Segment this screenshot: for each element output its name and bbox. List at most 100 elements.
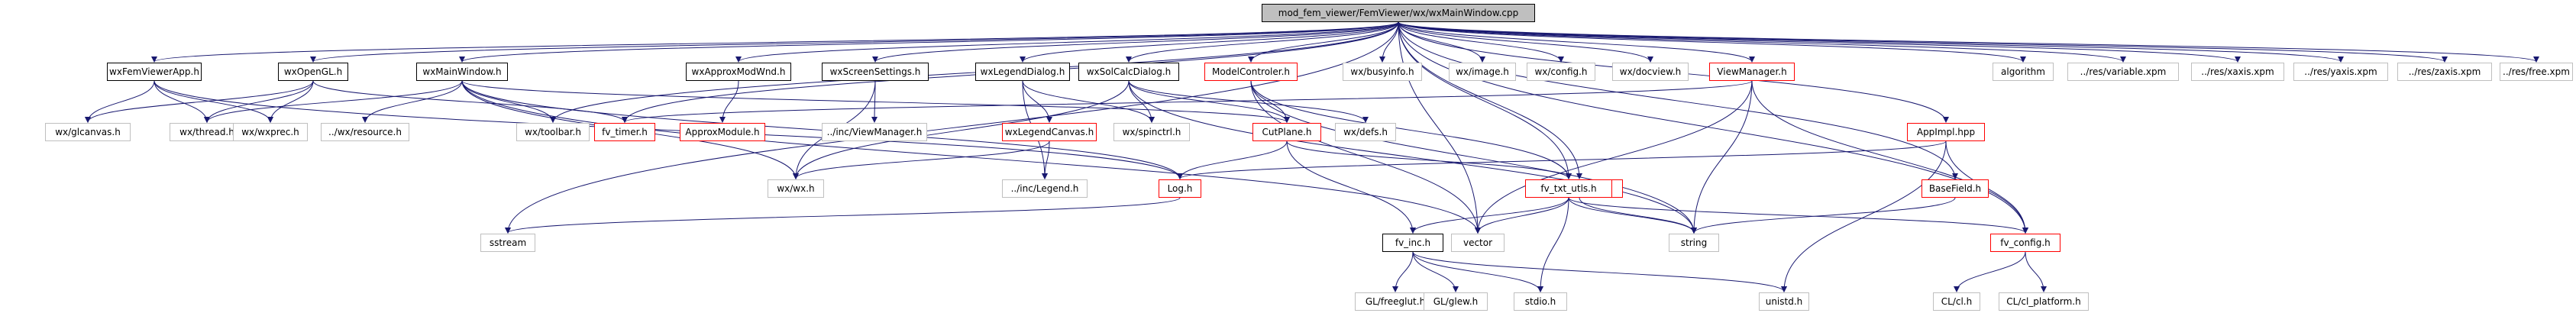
node-inc-legend[interactable]: ../inc/Legend.h <box>1002 179 1088 198</box>
edge-cut-plane-to-fv-inc <box>1286 140 1416 234</box>
node-string[interactable]: string <box>1669 234 1719 252</box>
node-unistd[interactable]: unistd.h <box>1759 292 1809 311</box>
node-wx-defs[interactable]: wx/defs.h <box>1335 123 1396 141</box>
node-resource-h[interactable]: ../wx/resource.h <box>321 123 409 141</box>
edge-view-manager-to-fv-timer <box>622 80 1753 123</box>
edge-wx-legend-canvas-to-inc-legend <box>1042 140 1050 179</box>
edge-wx-sol-calc-dialog-to-wx-wx <box>793 80 1130 179</box>
node-wx-main-window[interactable]: wxMainWindow.h <box>416 63 508 81</box>
edge-wx-sol-calc-dialog-to-string <box>1128 80 1697 234</box>
node-glew[interactable]: GL/glew.h <box>1424 292 1488 311</box>
edge-root-to-wx-screen-settings <box>872 21 1399 63</box>
edge-fv-inc-to-unistd <box>1412 251 1787 292</box>
node-wx-wxprec[interactable]: wx/wxprec.h <box>233 123 308 141</box>
graph-edges <box>85 21 2539 292</box>
edge-wx-fem-viewer-app-to-wx-wxprec <box>154 80 273 123</box>
edge-root-to-wx-fem-viewer-app <box>151 21 1399 63</box>
edge-fv-inc-to-freeglut <box>1392 251 1414 292</box>
node-wx-spinctrl[interactable]: wx/spinctrl.h <box>1113 123 1190 141</box>
node-sstream[interactable]: sstream <box>480 234 535 252</box>
node-app-impl[interactable]: AppImpl.hpp <box>1907 123 1985 141</box>
node-wx-screen-settings[interactable]: wxScreenSettings.h <box>822 63 929 81</box>
node-yaxis-xpm[interactable]: ../res/yaxis.xpm <box>2293 63 2388 81</box>
node-xaxis-xpm[interactable]: ../res/xaxis.xpm <box>2191 63 2284 81</box>
node-wx-legend-dialog[interactable]: wxLegendDialog.h <box>975 63 1070 81</box>
node-fv-config[interactable]: fv_config.h <box>1990 234 2060 252</box>
edge-fv-config-to-cl-platform <box>2025 251 2047 292</box>
edge-wx-sol-calc-dialog-to-wx-defs <box>1128 80 1369 123</box>
edge-wx-open-gl-to-wx-glcanvas <box>85 80 314 123</box>
edge-wx-main-window-to-wx-thread <box>204 80 463 123</box>
edge-root-to-wx-open-gl <box>310 21 1399 63</box>
node-vector[interactable]: vector <box>1451 234 1505 252</box>
node-inc-view-manager[interactable]: ../inc/ViewManager.h <box>822 123 927 141</box>
node-root[interactable]: mod_fem_viewer/FemViewer/wx/wxMainWindow… <box>1262 4 1535 22</box>
edge-fv-inc-to-stdio <box>1412 251 1543 292</box>
edge-wx-legend-dialog-to-wx-legend-canvas <box>1022 80 1052 123</box>
edge-root-to-wx-legend-dialog <box>1020 21 1399 63</box>
node-free-xpm[interactable]: ../res/free.xpm <box>2500 63 2573 81</box>
edge-fv-txt-utls-to-stdio <box>1537 197 1569 292</box>
edge-log-h-to-sstream <box>505 197 1181 234</box>
edge-root-to-fv-exception <box>1398 21 1582 179</box>
edge-fv-inc-to-glew <box>1412 251 1459 292</box>
node-fv-timer[interactable]: fv_timer.h <box>594 123 655 141</box>
node-wx-glcanvas[interactable]: wx/glcanvas.h <box>45 123 131 141</box>
edge-root-to-wx-docview <box>1398 21 1653 63</box>
edge-model-controler-to-string <box>1250 80 1697 234</box>
node-wx-legend-canvas[interactable]: wxLegendCanvas.h <box>1002 123 1097 141</box>
edge-wx-main-window-to-resource-h <box>362 80 463 123</box>
edge-wx-fem-viewer-app-to-wx-glcanvas <box>85 80 155 123</box>
edge-fv-txt-utls-to-fv-inc <box>1410 197 1569 234</box>
edge-fv-config-to-cl-h <box>1954 251 2026 292</box>
edge-wx-main-window-to-log-h <box>461 80 1183 179</box>
node-wx-sol-calc-dialog[interactable]: wxSolCalcDialog.h <box>1078 63 1179 81</box>
node-freeglut[interactable]: GL/freeglut.h <box>1355 292 1436 311</box>
edge-wx-approx-mod-wnd-to-approx-module <box>719 80 739 123</box>
node-zaxis-xpm[interactable]: ../res/zaxis.xpm <box>2397 63 2492 81</box>
node-fv-txt-utls[interactable]: fv_txt_utls.h <box>1525 179 1612 198</box>
node-log-h[interactable]: Log.h <box>1159 179 1201 198</box>
node-variable-xpm[interactable]: ../res/variable.xpm <box>2067 63 2179 81</box>
edge-wx-main-window-to-vector <box>461 80 1481 234</box>
node-wx-thread[interactable]: wx/thread.h <box>170 123 244 141</box>
node-wx-config[interactable]: wx/config.h <box>1527 63 1595 81</box>
edge-view-manager-to-fv-config <box>1751 80 2028 234</box>
edge-cut-plane-to-log-h <box>1177 140 1288 179</box>
node-algorithm[interactable]: algorithm <box>1993 63 2054 81</box>
node-cut-plane[interactable]: CutPlane.h <box>1252 123 1321 141</box>
node-approx-module[interactable]: ApproxModule.h <box>680 123 765 141</box>
node-wx-open-gl[interactable]: wxOpenGL.h <box>278 63 348 81</box>
node-wx-busyinfo[interactable]: wx/busyinfo.h <box>1343 63 1422 81</box>
edge-root-to-view-manager <box>1398 21 1755 63</box>
node-wx-docview[interactable]: wx/docview.h <box>1612 63 1689 81</box>
node-wx-image[interactable]: wx/image.h <box>1449 63 1516 81</box>
node-stdio[interactable]: stdio.h <box>1514 292 1567 311</box>
edge-wx-open-gl-to-wx-wxprec <box>267 80 314 123</box>
node-model-controler[interactable]: ModelControler.h <box>1204 63 1298 81</box>
edge-root-to-free-xpm <box>1398 21 2539 63</box>
edge-cut-plane-to-fv-txt-utls <box>1286 140 1572 179</box>
edge-root-to-yaxis-xpm <box>1398 21 2344 63</box>
edge-root-to-algorithm <box>1398 21 2026 63</box>
edge-model-controler-to-vector <box>1250 80 1481 234</box>
edge-root-to-wx-main-window <box>459 21 1399 63</box>
node-wx-fem-viewer-app[interactable]: wxFemViewerApp.h <box>107 63 202 81</box>
node-wx-wx[interactable]: wx/wx.h <box>768 179 824 198</box>
node-fv-inc[interactable]: fv_inc.h <box>1382 234 1443 252</box>
edge-wx-open-gl-to-wx-thread <box>204 80 314 123</box>
edge-root-to-model-controler <box>1248 21 1399 63</box>
edge-base-field-to-string <box>1691 197 1956 234</box>
node-base-field[interactable]: BaseField.h <box>1921 179 1989 198</box>
edge-root-to-variable-xpm <box>1398 21 2126 63</box>
node-cl-h[interactable]: CL/cl.h <box>1933 292 1980 311</box>
edge-app-impl-to-unistd <box>1781 140 1947 292</box>
node-view-manager[interactable]: ViewManager.h <box>1709 63 1795 81</box>
node-cl-platform[interactable]: CL/cl_platform.h <box>1999 292 2089 311</box>
edge-root-to-wx-config <box>1398 21 1564 63</box>
node-wx-toolbar[interactable]: wx/toolbar.h <box>516 123 590 141</box>
node-wx-approx-mod-wnd[interactable]: wxApproxModWnd.h <box>686 63 791 81</box>
edge-root-to-xaxis-xpm <box>1398 21 2241 63</box>
edge-view-manager-to-vector <box>1475 80 1753 234</box>
edge-model-controler-to-fv-txt-utls <box>1250 80 1572 179</box>
